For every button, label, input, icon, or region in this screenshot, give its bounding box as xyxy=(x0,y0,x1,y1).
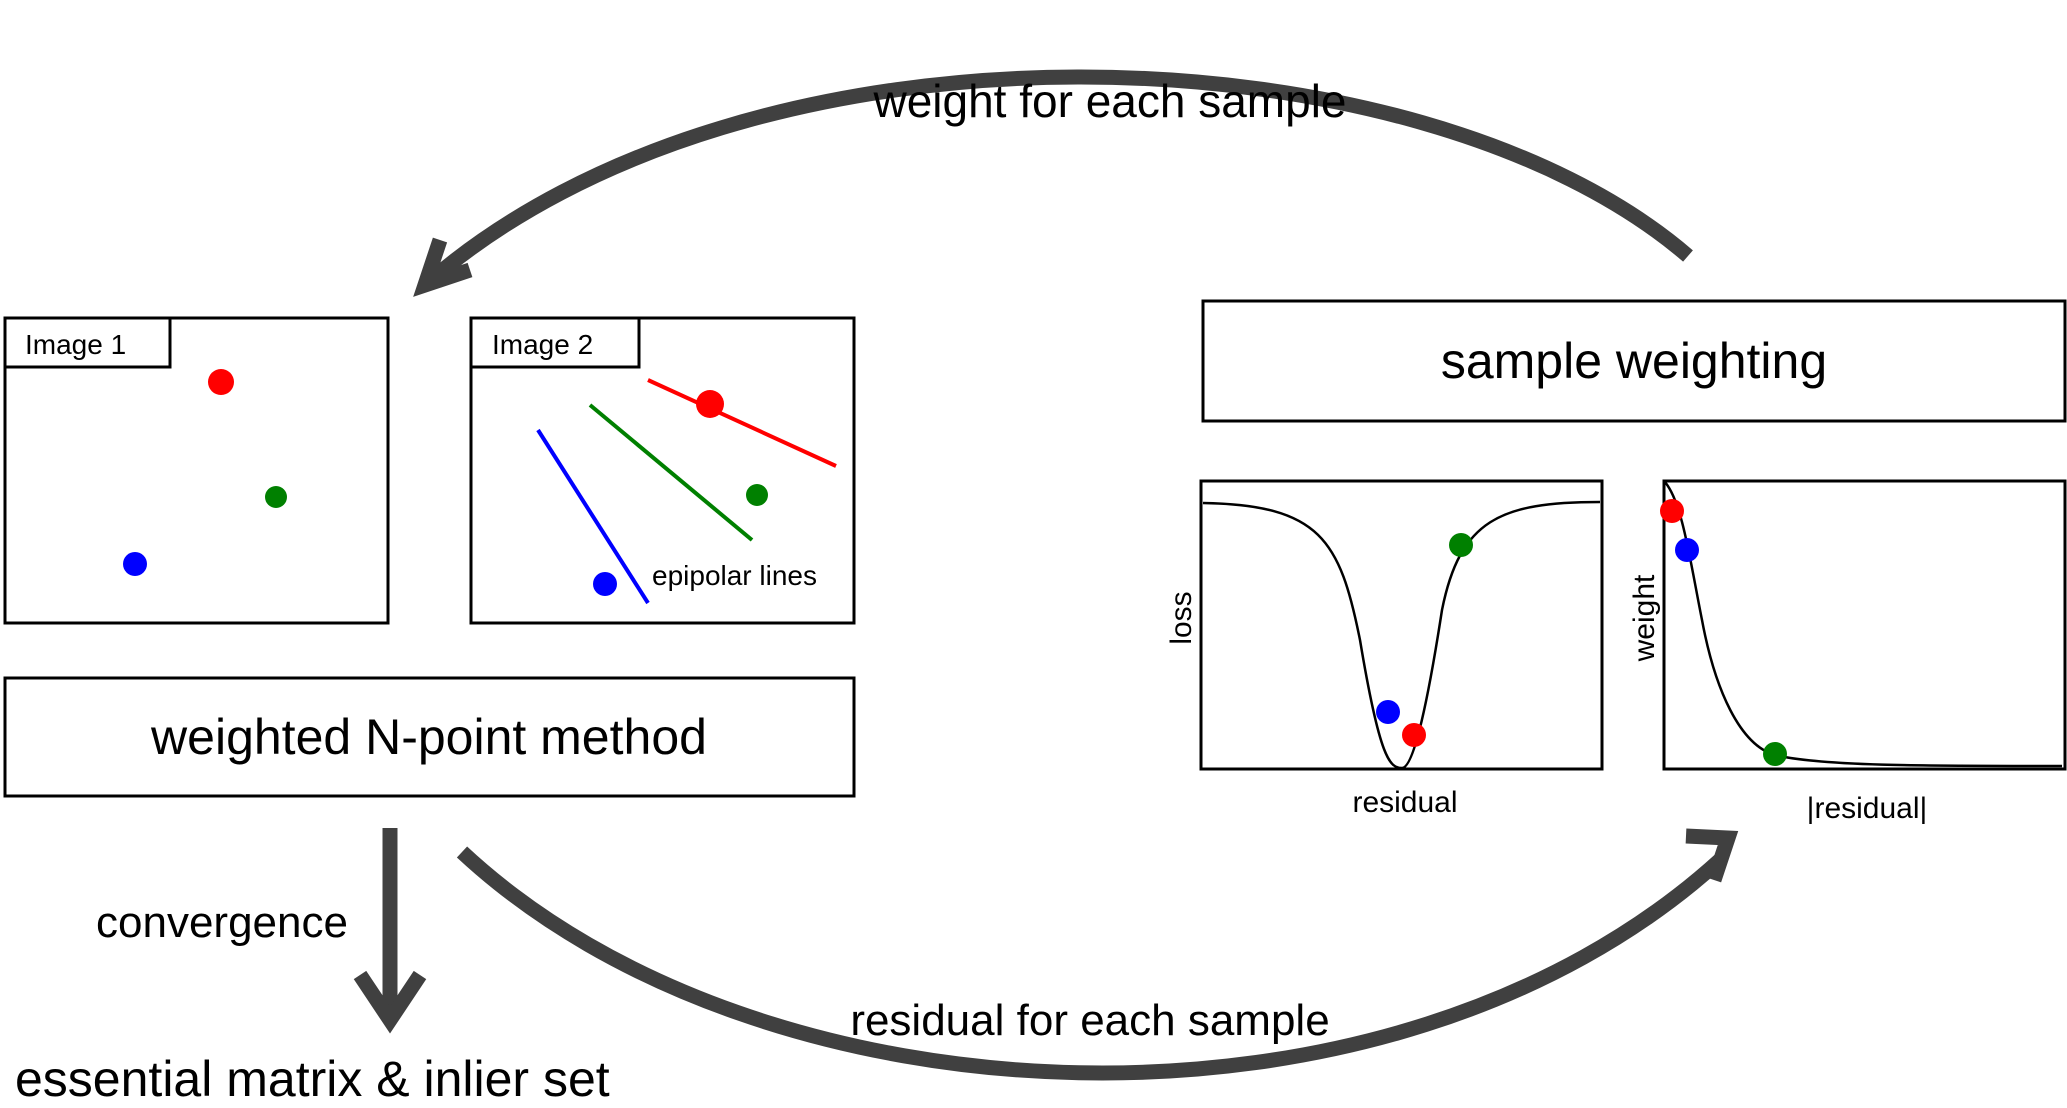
weight-ylabel: weight xyxy=(1628,574,1661,662)
image1-tab xyxy=(3,316,172,369)
weight-red-point xyxy=(1660,499,1684,523)
top-curved-arrow xyxy=(420,69,1693,291)
loss-plot: residual loss xyxy=(1165,479,1604,819)
image1-title: Image 1 xyxy=(25,329,126,360)
loss-red-point xyxy=(1402,723,1426,747)
bottom-arrow-head xyxy=(1685,828,1739,883)
top-arrow-head xyxy=(413,237,473,297)
image2-red-point xyxy=(696,390,724,418)
method-box xyxy=(3,676,856,798)
image2-title: Image 2 xyxy=(492,329,593,360)
top-arrow-label: weight for each sample xyxy=(872,75,1346,127)
image1-blue-point xyxy=(123,552,147,576)
convergence-arrow-head xyxy=(353,970,427,1034)
weight-plot: |residual| weight xyxy=(1628,479,2067,825)
epipolar-lines-label: epipolar lines xyxy=(652,560,817,591)
weight-blue-point xyxy=(1675,538,1699,562)
loss-ylabel: loss xyxy=(1165,591,1198,644)
image1-green-point xyxy=(265,486,287,508)
weight-xlabel: |residual| xyxy=(1807,792,1928,825)
weight-green-point xyxy=(1763,742,1787,766)
weighting-box xyxy=(1201,299,2067,423)
image2-green-point xyxy=(746,484,768,506)
output-label: essential matrix & inlier set xyxy=(15,1051,610,1107)
epipolar-line-blue xyxy=(536,428,650,605)
image1-panel: Image 1 xyxy=(3,316,390,625)
bottom-arrow-label: residual for each sample xyxy=(850,996,1329,1045)
loss-xlabel: residual xyxy=(1352,786,1457,819)
image1-red-point xyxy=(208,369,234,395)
epipolar-line-red xyxy=(647,378,837,468)
method-box-label: weighted N-point method xyxy=(150,709,707,765)
image2-blue-point xyxy=(593,572,617,596)
convergence-label: convergence xyxy=(96,898,348,947)
epipolar-line-green xyxy=(588,403,754,542)
image2-tab xyxy=(469,316,641,369)
loss-green-point xyxy=(1449,533,1473,557)
image2-panel: Image 2 epipolar lines xyxy=(469,316,856,625)
bottom-curved-arrow xyxy=(456,846,1726,1081)
loss-blue-point xyxy=(1376,700,1400,724)
weighting-box-label: sample weighting xyxy=(1441,333,1827,389)
